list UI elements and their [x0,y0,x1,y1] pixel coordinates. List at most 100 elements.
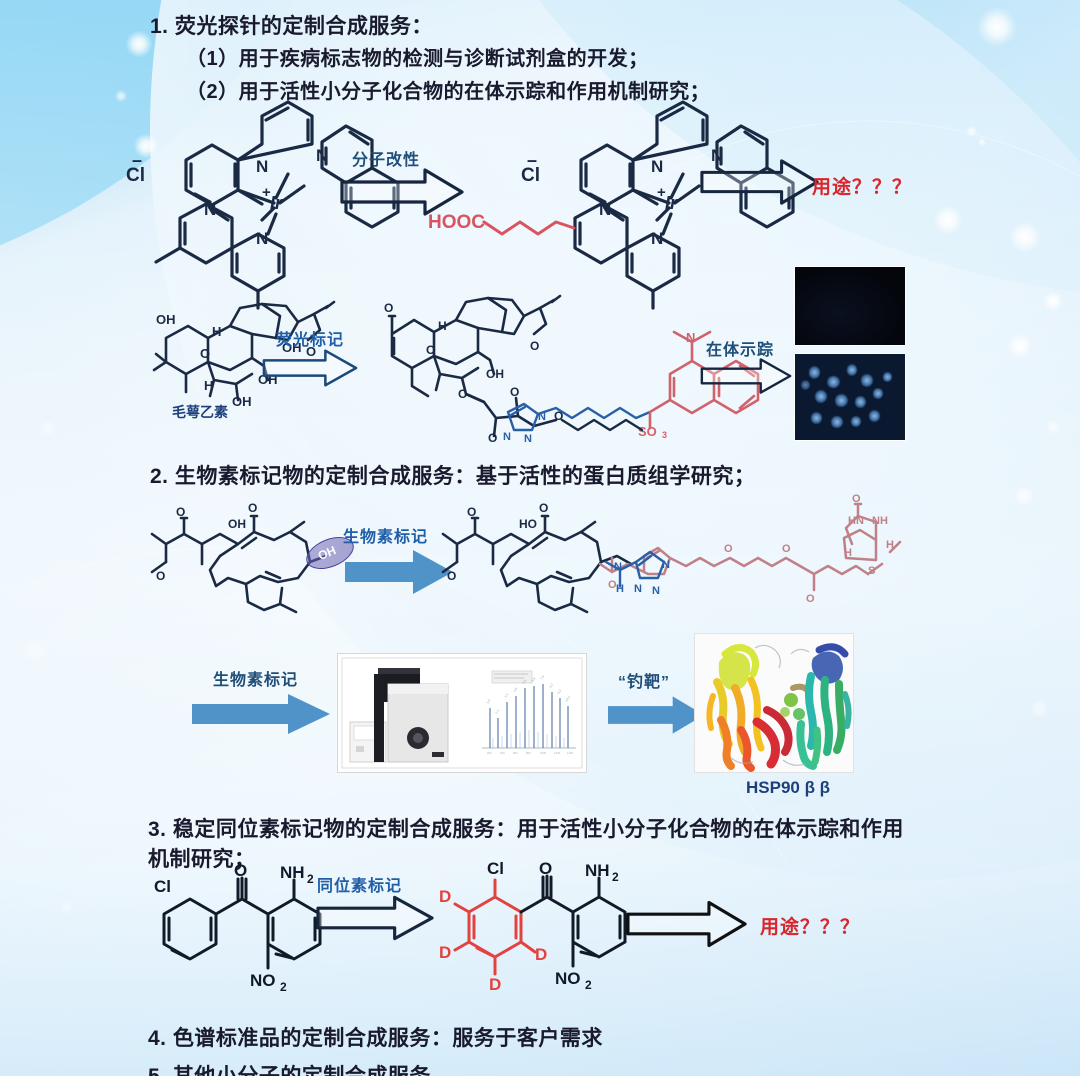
svg-text:10.1: 10.1 [565,695,572,703]
dansyl-group: N SO 3 [638,330,760,440]
svg-text:N: N [256,157,268,176]
macrocycle-structure-left: O O OH O [150,501,328,614]
arrow-right-solid-icon [608,696,705,734]
svg-text:1.0: 1.0 [486,698,492,704]
section-1-subitem-2: （2）用于活性小分子化合物的在体示踪和作用机制研究； [186,81,711,103]
svg-text:N: N [524,433,532,445]
svg-text:1200: 1200 [554,751,561,755]
svg-text:H: H [438,319,447,333]
svg-text:O: O [539,501,548,515]
svg-text:Ir: Ir [270,193,283,213]
svg-text:H: H [886,539,894,551]
svg-text:–: – [132,150,142,170]
svg-text:NO: NO [250,971,276,990]
svg-text:NH: NH [872,515,888,527]
section-3-heading-line1: 3. 稳定同位素标记物的定制合成服务：用于活性小分子化合物的在体示踪和作用 [148,818,904,841]
svg-text:O: O [554,409,563,423]
svg-text:N: N [599,200,611,219]
svg-text:N: N [614,561,622,573]
svg-text:NH: NH [585,861,610,880]
svg-text:+: + [657,184,666,201]
row1-arrow-label: 分子改性 [352,152,421,169]
iridium-complex-right: Ir + N N N N Cl – [521,100,795,310]
svg-text:2: 2 [585,978,592,992]
eriocalyxin-b-caption: 毛萼乙素 [172,404,228,420]
svg-text:O: O [852,493,861,505]
row4-arrow-label-2: “钓靶” [618,674,671,691]
svg-text:9.3: 9.3 [557,688,563,694]
svg-text:N: N [256,229,268,248]
svg-text:HO: HO [519,517,537,531]
svg-text:O: O [806,593,815,605]
svg-text:O: O [724,543,733,555]
arrow-right-outline-icon [262,349,358,387]
svg-text:D: D [439,943,451,962]
svg-text:6.8: 6.8 [531,676,537,682]
row4-arrow-label: 生物素标记 [213,672,299,689]
row1-result-label: 用途？？？ [812,177,913,198]
svg-text:SO: SO [638,424,657,439]
svg-text:O: O [488,431,497,445]
svg-text:–: – [527,150,537,170]
svg-text:O: O [384,301,393,315]
row2-arrow-label-2: 在体示踪 [706,342,775,359]
svg-text:NH: NH [280,863,305,882]
svg-text:N: N [316,146,328,165]
svg-text:2: 2 [612,870,619,884]
svg-text:H: H [212,324,221,339]
mass-spec-instrument-photo: 1.0 2.1 3.4 4.5 5.6 6.8 7.9 8.7 9.3 10.1… [337,653,587,773]
row5-arrow-label: 同位素标记 [317,878,403,895]
svg-text:Cl: Cl [521,165,540,186]
section-3-heading-line2: 机制研究； [148,848,256,871]
macrocycle-structure-right: O O HO O [441,501,633,614]
svg-text:S: S [868,565,875,577]
micrograph-dark-control [795,267,905,345]
svg-text:O: O [176,505,185,519]
section-1-subitem-1: （1）用于疾病标志物的检测与诊断试剂盒的开发； [186,48,649,70]
arrow-right-outline-icon [700,159,819,205]
svg-text:O: O [234,861,247,880]
svg-text:O: O [530,339,539,353]
svg-text:N: N [652,585,660,597]
svg-text:Ir: Ir [665,193,678,213]
svg-text:8.7: 8.7 [549,682,555,688]
svg-text:7.9: 7.9 [540,674,546,680]
protein-caption: HSP90 β β [746,778,831,797]
svg-text:OH: OH [486,367,504,381]
section-2-heading: 2. 生物素标记物的定制合成服务：基于活性的蛋白质组学研究； [150,465,756,488]
svg-text:O: O [200,346,210,361]
svg-text:3: 3 [662,430,667,440]
protein-structure-image [694,633,854,773]
svg-text:N: N [634,583,642,595]
svg-text:NO: NO [555,969,581,988]
arrow-right-outline-icon [626,900,747,948]
svg-text:OH: OH [282,340,302,355]
svg-text:N: N [538,411,546,423]
svg-text:H: H [204,378,213,393]
svg-text:200: 200 [487,751,492,755]
arrow-right-solid-icon [192,694,330,734]
fluorescent-probe-structure: O H OH O O O O O O [384,294,563,445]
svg-text:Cl: Cl [126,165,145,186]
benzophenone-structure-left: Cl O NH 2 NO 2 [154,861,322,994]
svg-text:N: N [651,157,663,176]
svg-text:D: D [489,975,501,994]
svg-text:N: N [651,229,663,248]
sulfonate-alkyl-chain [560,418,644,432]
svg-text:N: N [686,330,695,345]
iridium-complex-left: Ir + N N N N Cl – [126,100,400,310]
biotin-peg-conjugate: O O O O HN NH H H S O N H N [598,493,902,605]
section-1-heading: 1. 荧光探针的定制合成服务： [150,15,433,38]
svg-text:600: 600 [513,751,518,755]
triazole-linker: N N N [503,402,652,445]
svg-text:O: O [539,859,552,878]
svg-text:Cl: Cl [487,859,504,878]
row2-arrow-label: 荧光标记 [276,332,345,349]
svg-text:Cl: Cl [154,877,171,896]
svg-text:O: O [467,505,476,519]
svg-text:O: O [447,569,456,583]
row3-arrow-label: 生物素标记 [343,529,429,546]
svg-text:N: N [662,559,670,571]
